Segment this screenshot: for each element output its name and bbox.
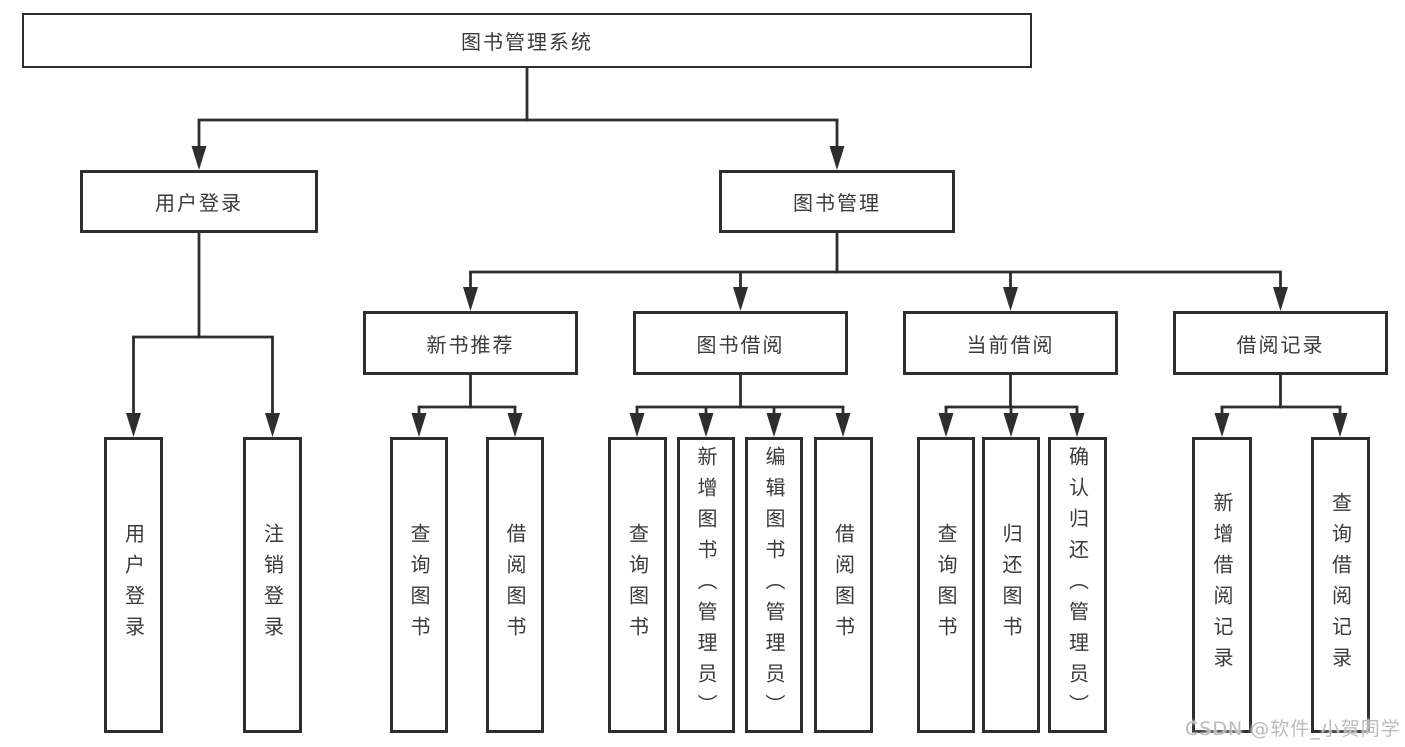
node-book-borrow: 图书借阅 [633,311,848,375]
node-leaf-borrow-books-2: 借阅图书 [814,437,873,733]
node-book-management: 图书管理 [719,170,955,233]
node-leaf-return-book: 归还图书 [982,437,1040,733]
node-leaf-borrow-books-1: 借阅图书 [486,437,544,733]
node-leaf-confirm-return-admin: 确认归还（管理员） [1048,437,1107,733]
node-leaf-query-books-3: 查询图书 [917,437,975,733]
node-library-system: 图书管理系统 [22,13,1032,68]
node-leaf-query-borrow-record: 查询借阅记录 [1311,437,1370,733]
node-current-borrow: 当前借阅 [903,311,1118,375]
node-user-login: 用户登录 [80,170,318,233]
node-borrow-record: 借阅记录 [1173,311,1388,375]
node-leaf-logout: 注销登录 [243,437,302,733]
node-leaf-query-books-2: 查询图书 [608,437,667,733]
node-leaf-query-books-1: 查询图书 [390,437,448,733]
watermark: CSDN @软件_小贺同学 [1185,718,1401,740]
node-new-book-recommend: 新书推荐 [363,311,578,375]
arrowhead-group [126,146,1348,437]
node-leaf-edit-book-admin: 编辑图书（管理员） [745,437,803,733]
node-leaf-user-login: 用户登录 [104,437,163,733]
node-leaf-add-borrow-record: 新增借阅记录 [1192,437,1252,733]
node-leaf-add-book-admin: 新增图书（管理员） [677,437,735,733]
